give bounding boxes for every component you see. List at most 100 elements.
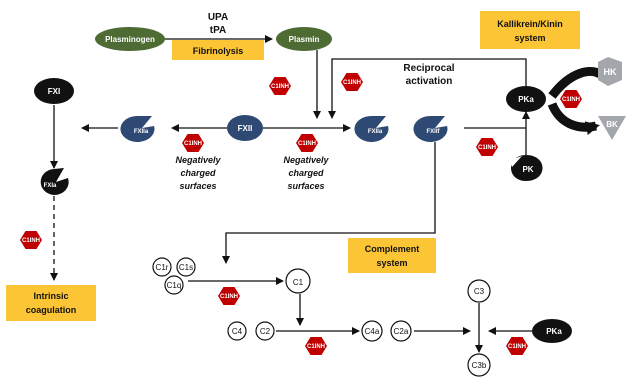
inhibitor-label: C1INH — [184, 141, 202, 147]
neg-mid-line3: surfaces — [287, 181, 324, 191]
pka-node: PKa — [506, 86, 546, 112]
inhibitor-hexagon-icon — [560, 90, 582, 108]
pk-node: PK — [510, 155, 543, 181]
intrinsic-line2: coagulation — [26, 305, 77, 315]
c1inh-fxiif: C1INH — [476, 138, 498, 156]
c1inh-c1: C1INH — [218, 287, 240, 305]
inhibitor-label: C1INH — [508, 344, 526, 350]
kallikrein-line1: Kallikrein/Kinin — [497, 19, 563, 29]
inhibitor-group: C1INH C1INH C1INH C1INH C1INH C1INH C1INH C1INH… — [20, 73, 582, 355]
c3b-label: C3b — [472, 361, 487, 370]
neg-mid-line1: Negatively — [283, 155, 329, 165]
fxii-label: FXII — [238, 124, 253, 133]
upa-label: UPA — [208, 12, 228, 23]
inhibitor-hexagon-icon — [296, 134, 318, 152]
fxii-node: FXII — [227, 115, 263, 141]
fxiif-node: FXIIf — [413, 115, 448, 142]
inhibitor-label: C1INH — [220, 294, 238, 300]
fxi-node: FXI — [34, 78, 74, 104]
curve-hk-top — [548, 67, 603, 99]
inhibitor-label: C1INH — [343, 80, 361, 86]
fxia-label: FXIa — [44, 183, 57, 189]
arrow-fxiif-complement — [222, 142, 436, 264]
c3b-node: C3b — [467, 353, 491, 377]
inhibitor-label: C1INH — [22, 238, 40, 244]
inhibitor-hexagon-icon — [269, 77, 291, 95]
c4-label: C4 — [232, 327, 243, 336]
fxiia-left-label: FXIIa — [134, 129, 149, 135]
c3-node: C3 — [467, 279, 491, 303]
tpa-label: tPA — [210, 25, 226, 36]
fibrinolysis-label: Fibrinolysis — [193, 46, 244, 56]
pk-label: PK — [522, 165, 533, 174]
inhibitor-label: C1INH — [478, 145, 496, 151]
kallikrein-line2: system — [514, 33, 545, 43]
c1q-label: C1q — [167, 281, 182, 290]
c1inh-reciprocal: C1INH — [341, 73, 363, 91]
neg-mid-line2: charged — [288, 168, 324, 178]
c4a-label: C4a — [365, 327, 380, 336]
curve-hk-bk — [547, 102, 600, 135]
inhibitor-hexagon-icon — [506, 337, 528, 355]
c1inh-fxia: C1INH — [20, 231, 42, 249]
inhibitor-hexagon-icon — [305, 337, 327, 355]
fxiia-mid-label: FXIIa — [368, 129, 383, 135]
c1inh-fxii-mid: C1INH — [296, 134, 318, 152]
fxiia-mid-node: FXIIa — [354, 115, 389, 142]
bk-node: BK — [598, 116, 626, 140]
c2-node: C2 — [255, 321, 275, 341]
complement-line2: system — [376, 258, 407, 268]
c1inh-fxii-left: C1INH — [182, 134, 204, 152]
bk-label: BK — [606, 120, 618, 129]
c1inh-plasmin: C1INH — [269, 77, 291, 95]
activation-label: activation — [406, 76, 453, 87]
inhibitor-hexagon-icon — [182, 134, 204, 152]
c1inh-pka: C1INH — [560, 90, 582, 108]
reciprocal-label: Reciprocal — [403, 63, 454, 74]
plasmin-node: Plasmin — [276, 27, 332, 51]
neg-left-line2: charged — [180, 168, 216, 178]
fxi-label: FXI — [48, 87, 60, 96]
arrow-reciprocal-activation — [328, 58, 527, 119]
inhibitor-hexagon-icon — [476, 138, 498, 156]
inhibitor-label: C1INH — [562, 97, 580, 103]
c2a-node: C2a — [390, 320, 412, 342]
connectors — [50, 35, 603, 353]
hk-label: HK — [604, 67, 617, 77]
complement-box: Complement system — [348, 238, 436, 273]
c1inh-c4a: C1INH — [305, 337, 327, 355]
kallikrein-box: Kallikrein/Kinin system — [480, 11, 580, 49]
neg-left-line1: Negatively — [175, 155, 221, 165]
c1s-node: C1s — [176, 257, 196, 277]
complement-line1: Complement — [365, 244, 420, 254]
inhibitor-hexagon-icon — [20, 231, 42, 249]
c2a-label: C2a — [394, 327, 409, 336]
c2-label: C2 — [260, 327, 271, 336]
fxiif-label: FXIIf — [427, 129, 441, 135]
c1r-label: C1r — [156, 263, 169, 272]
plasminogen-node: Plasminogen — [95, 27, 165, 51]
inhibitor-label: C1INH — [307, 344, 325, 350]
c1-node: C1 — [285, 268, 311, 294]
hk-node: HK — [598, 57, 622, 86]
pka-bottom-node: PKa — [532, 319, 572, 343]
pka-label: PKa — [518, 95, 534, 104]
fxiia-left-node: FXIIa — [120, 115, 155, 142]
c1r-node: C1r — [152, 257, 172, 277]
plasminogen-label: Plasminogen — [105, 35, 155, 44]
c1q-node: C1q — [164, 275, 184, 295]
c4-node: C4 — [227, 321, 247, 341]
c1inh-c3: C1INH — [506, 337, 528, 355]
fxia-node: FXIa — [40, 168, 69, 195]
c4a-node: C4a — [361, 320, 383, 342]
inhibitor-label: C1INH — [298, 141, 316, 147]
c1-label: C1 — [293, 278, 304, 287]
intrinsic-box: Intrinsic coagulation — [6, 285, 96, 321]
c1s-label: C1s — [179, 263, 193, 272]
fibrinolysis-box: Fibrinolysis — [172, 40, 264, 60]
c3-label: C3 — [474, 287, 485, 296]
plasmin-label: Plasmin — [289, 35, 320, 44]
intrinsic-line1: Intrinsic — [33, 291, 68, 301]
